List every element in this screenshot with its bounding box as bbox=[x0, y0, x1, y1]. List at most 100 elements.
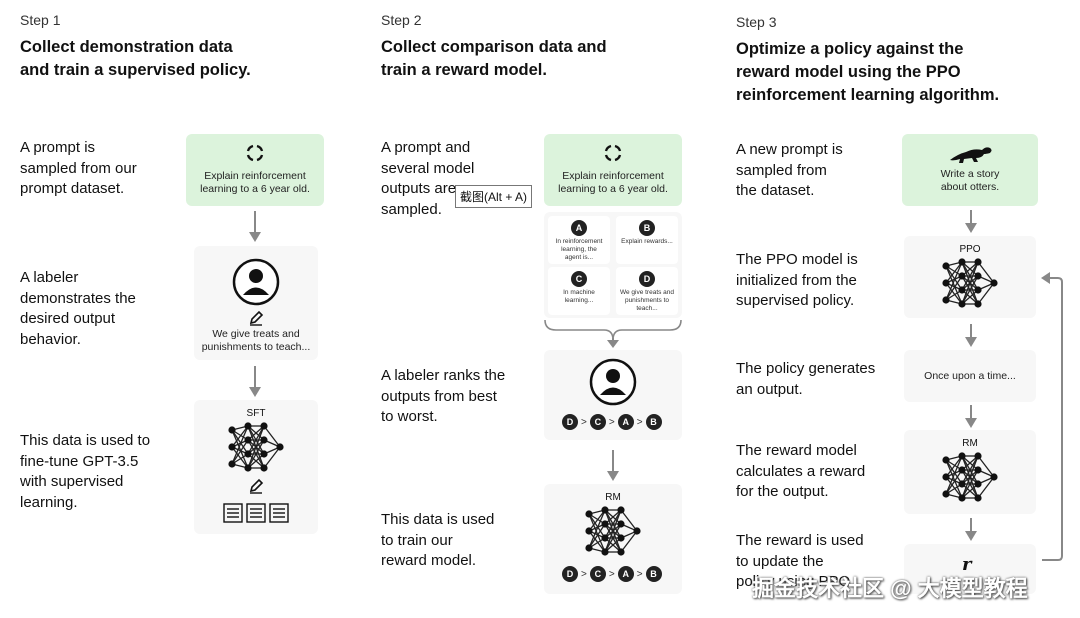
network-node bbox=[585, 527, 593, 535]
network-node bbox=[260, 450, 268, 458]
network-node bbox=[974, 286, 982, 294]
arrow bbox=[965, 518, 977, 541]
network-node bbox=[617, 548, 625, 556]
network-node bbox=[958, 466, 966, 474]
step3-ppo-card: PPO bbox=[904, 236, 1036, 318]
neural-network-icon bbox=[942, 452, 998, 502]
watermark: 掘金技术社区 @ 大模型教程 bbox=[752, 576, 1028, 601]
network-edge bbox=[945, 282, 963, 305]
network-edge bbox=[945, 476, 963, 499]
network-node bbox=[228, 426, 236, 434]
screenshot-tooltip: 截图(Alt + A) bbox=[455, 185, 533, 208]
network-node bbox=[958, 494, 966, 502]
network-edge bbox=[945, 261, 963, 284]
network-node bbox=[260, 464, 268, 472]
network-node bbox=[990, 279, 998, 287]
documents-icon bbox=[223, 503, 289, 523]
policy-output-text: Once upon a time... bbox=[924, 370, 1016, 382]
network-edge bbox=[604, 523, 622, 553]
network-node bbox=[942, 279, 950, 287]
network-edge bbox=[231, 446, 249, 469]
network-node bbox=[601, 548, 609, 556]
network-edge bbox=[588, 513, 606, 553]
neural-network-icon bbox=[228, 422, 284, 472]
network-edge bbox=[620, 530, 638, 553]
rm-label: RM bbox=[605, 492, 621, 503]
arrow bbox=[249, 366, 261, 397]
network-node bbox=[617, 520, 625, 528]
network-edge bbox=[961, 261, 979, 291]
network-node bbox=[974, 480, 982, 488]
neural-network-icon bbox=[585, 506, 641, 556]
network-node bbox=[260, 422, 268, 430]
ppo-label: PPO bbox=[959, 244, 981, 255]
network-edge bbox=[588, 509, 606, 532]
network-node bbox=[633, 527, 641, 535]
otter-icon bbox=[950, 147, 992, 163]
step2-rank-card: D> C> A> B bbox=[544, 350, 682, 440]
network-edge bbox=[945, 459, 963, 485]
network-node bbox=[228, 443, 236, 451]
network-node bbox=[942, 296, 950, 304]
network-edge bbox=[231, 425, 249, 448]
neural-network-icon bbox=[942, 258, 998, 308]
network-node bbox=[990, 473, 998, 481]
labeler-avatar-icon bbox=[232, 258, 280, 306]
network-node bbox=[974, 452, 982, 460]
network-edge bbox=[961, 455, 979, 485]
network-edge bbox=[977, 282, 995, 305]
network-node bbox=[974, 300, 982, 308]
network-edge bbox=[588, 523, 606, 549]
network-edge bbox=[231, 429, 249, 469]
network-node bbox=[974, 466, 982, 474]
arrow bbox=[965, 324, 977, 347]
network-edge bbox=[945, 275, 963, 301]
step3-label: Step 3 bbox=[736, 14, 777, 30]
network-edge bbox=[620, 509, 638, 532]
network-edge bbox=[961, 261, 979, 305]
network-node bbox=[942, 490, 950, 498]
network-edge bbox=[945, 455, 963, 478]
network-node bbox=[942, 456, 950, 464]
pencil-icon bbox=[249, 310, 264, 326]
network-node bbox=[244, 464, 252, 472]
network-edge bbox=[945, 261, 963, 301]
step3-output-card: Once upon a time... bbox=[904, 350, 1036, 402]
network-node bbox=[244, 450, 252, 458]
arrow bbox=[607, 450, 619, 481]
network-node bbox=[958, 480, 966, 488]
network-node bbox=[958, 258, 966, 266]
step1-sft-card: SFT bbox=[194, 400, 318, 534]
network-edge bbox=[231, 429, 249, 455]
network-node bbox=[601, 520, 609, 528]
step2-label: Step 2 bbox=[381, 12, 422, 28]
network-edge bbox=[588, 509, 606, 549]
network-node bbox=[585, 544, 593, 552]
labeler-avatar-icon bbox=[589, 358, 637, 406]
network-node bbox=[244, 422, 252, 430]
cycle-icon bbox=[246, 144, 264, 162]
ranking-row: D> C> A> B bbox=[562, 566, 662, 582]
network-node bbox=[601, 534, 609, 542]
network-edge bbox=[961, 455, 979, 499]
network-edge bbox=[247, 439, 265, 469]
step3-reward-card: r bbox=[904, 544, 1036, 594]
network-edge bbox=[604, 509, 622, 539]
step2-rm-card: RM D> C> A> B bbox=[544, 484, 682, 594]
network-edge bbox=[263, 425, 281, 448]
outputs-bracket bbox=[544, 319, 682, 348]
